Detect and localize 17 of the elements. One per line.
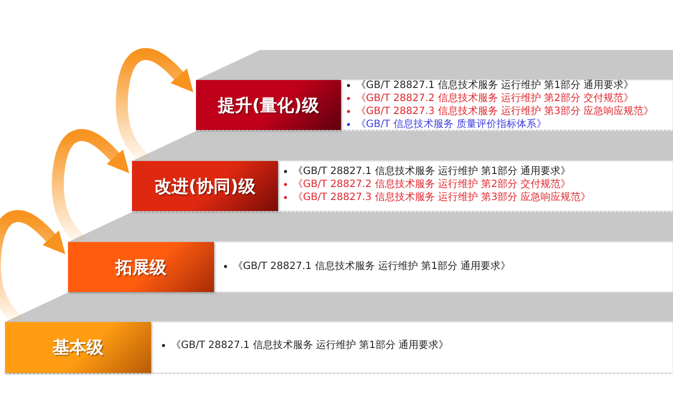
standard-item: 《GB/T 28827.2 信息技术服务 运行维护 第2部分 交付规范》 <box>356 92 634 105</box>
level-title: 改进(协同)级 <box>154 176 256 198</box>
level-box <box>68 242 214 292</box>
standard-item: 《GB/T 28827.1 信息技术服务 运行维护 第1部分 通用要求》 <box>233 260 511 273</box>
standard-item: 《GB/T 28827.3 信息技术服务 运行维护 第3部分 应急响应规范》 <box>293 191 591 204</box>
standard-item: 《GB/T 28827.3 信息技术服务 运行维护 第3部分 应急响应规范》 <box>356 105 654 118</box>
level-title: 基本级 <box>52 337 104 359</box>
standard-item: 《GB/T 28827.2 信息技术服务 运行维护 第2部分 交付规范》 <box>293 178 571 191</box>
level-box <box>196 80 341 130</box>
standard-item: 《GB/T 28827.1 信息技术服务 运行维护 第1部分 通用要求》 <box>356 79 634 92</box>
level-title: 提升(量化)级 <box>218 94 319 116</box>
standard-item: 《GB/T 28827.1 信息技术服务 运行维护 第1部分 通用要求》 <box>293 165 571 178</box>
level-box <box>132 161 278 211</box>
level-title: 拓展级 <box>116 256 166 278</box>
level-box <box>5 322 151 373</box>
standard-item: 《GB/T 28827.1 信息技术服务 运行维护 第1部分 通用要求》 <box>171 339 449 352</box>
standard-item: 《GB/T 信息技术服务 质量评价指标体系》 <box>356 118 546 131</box>
